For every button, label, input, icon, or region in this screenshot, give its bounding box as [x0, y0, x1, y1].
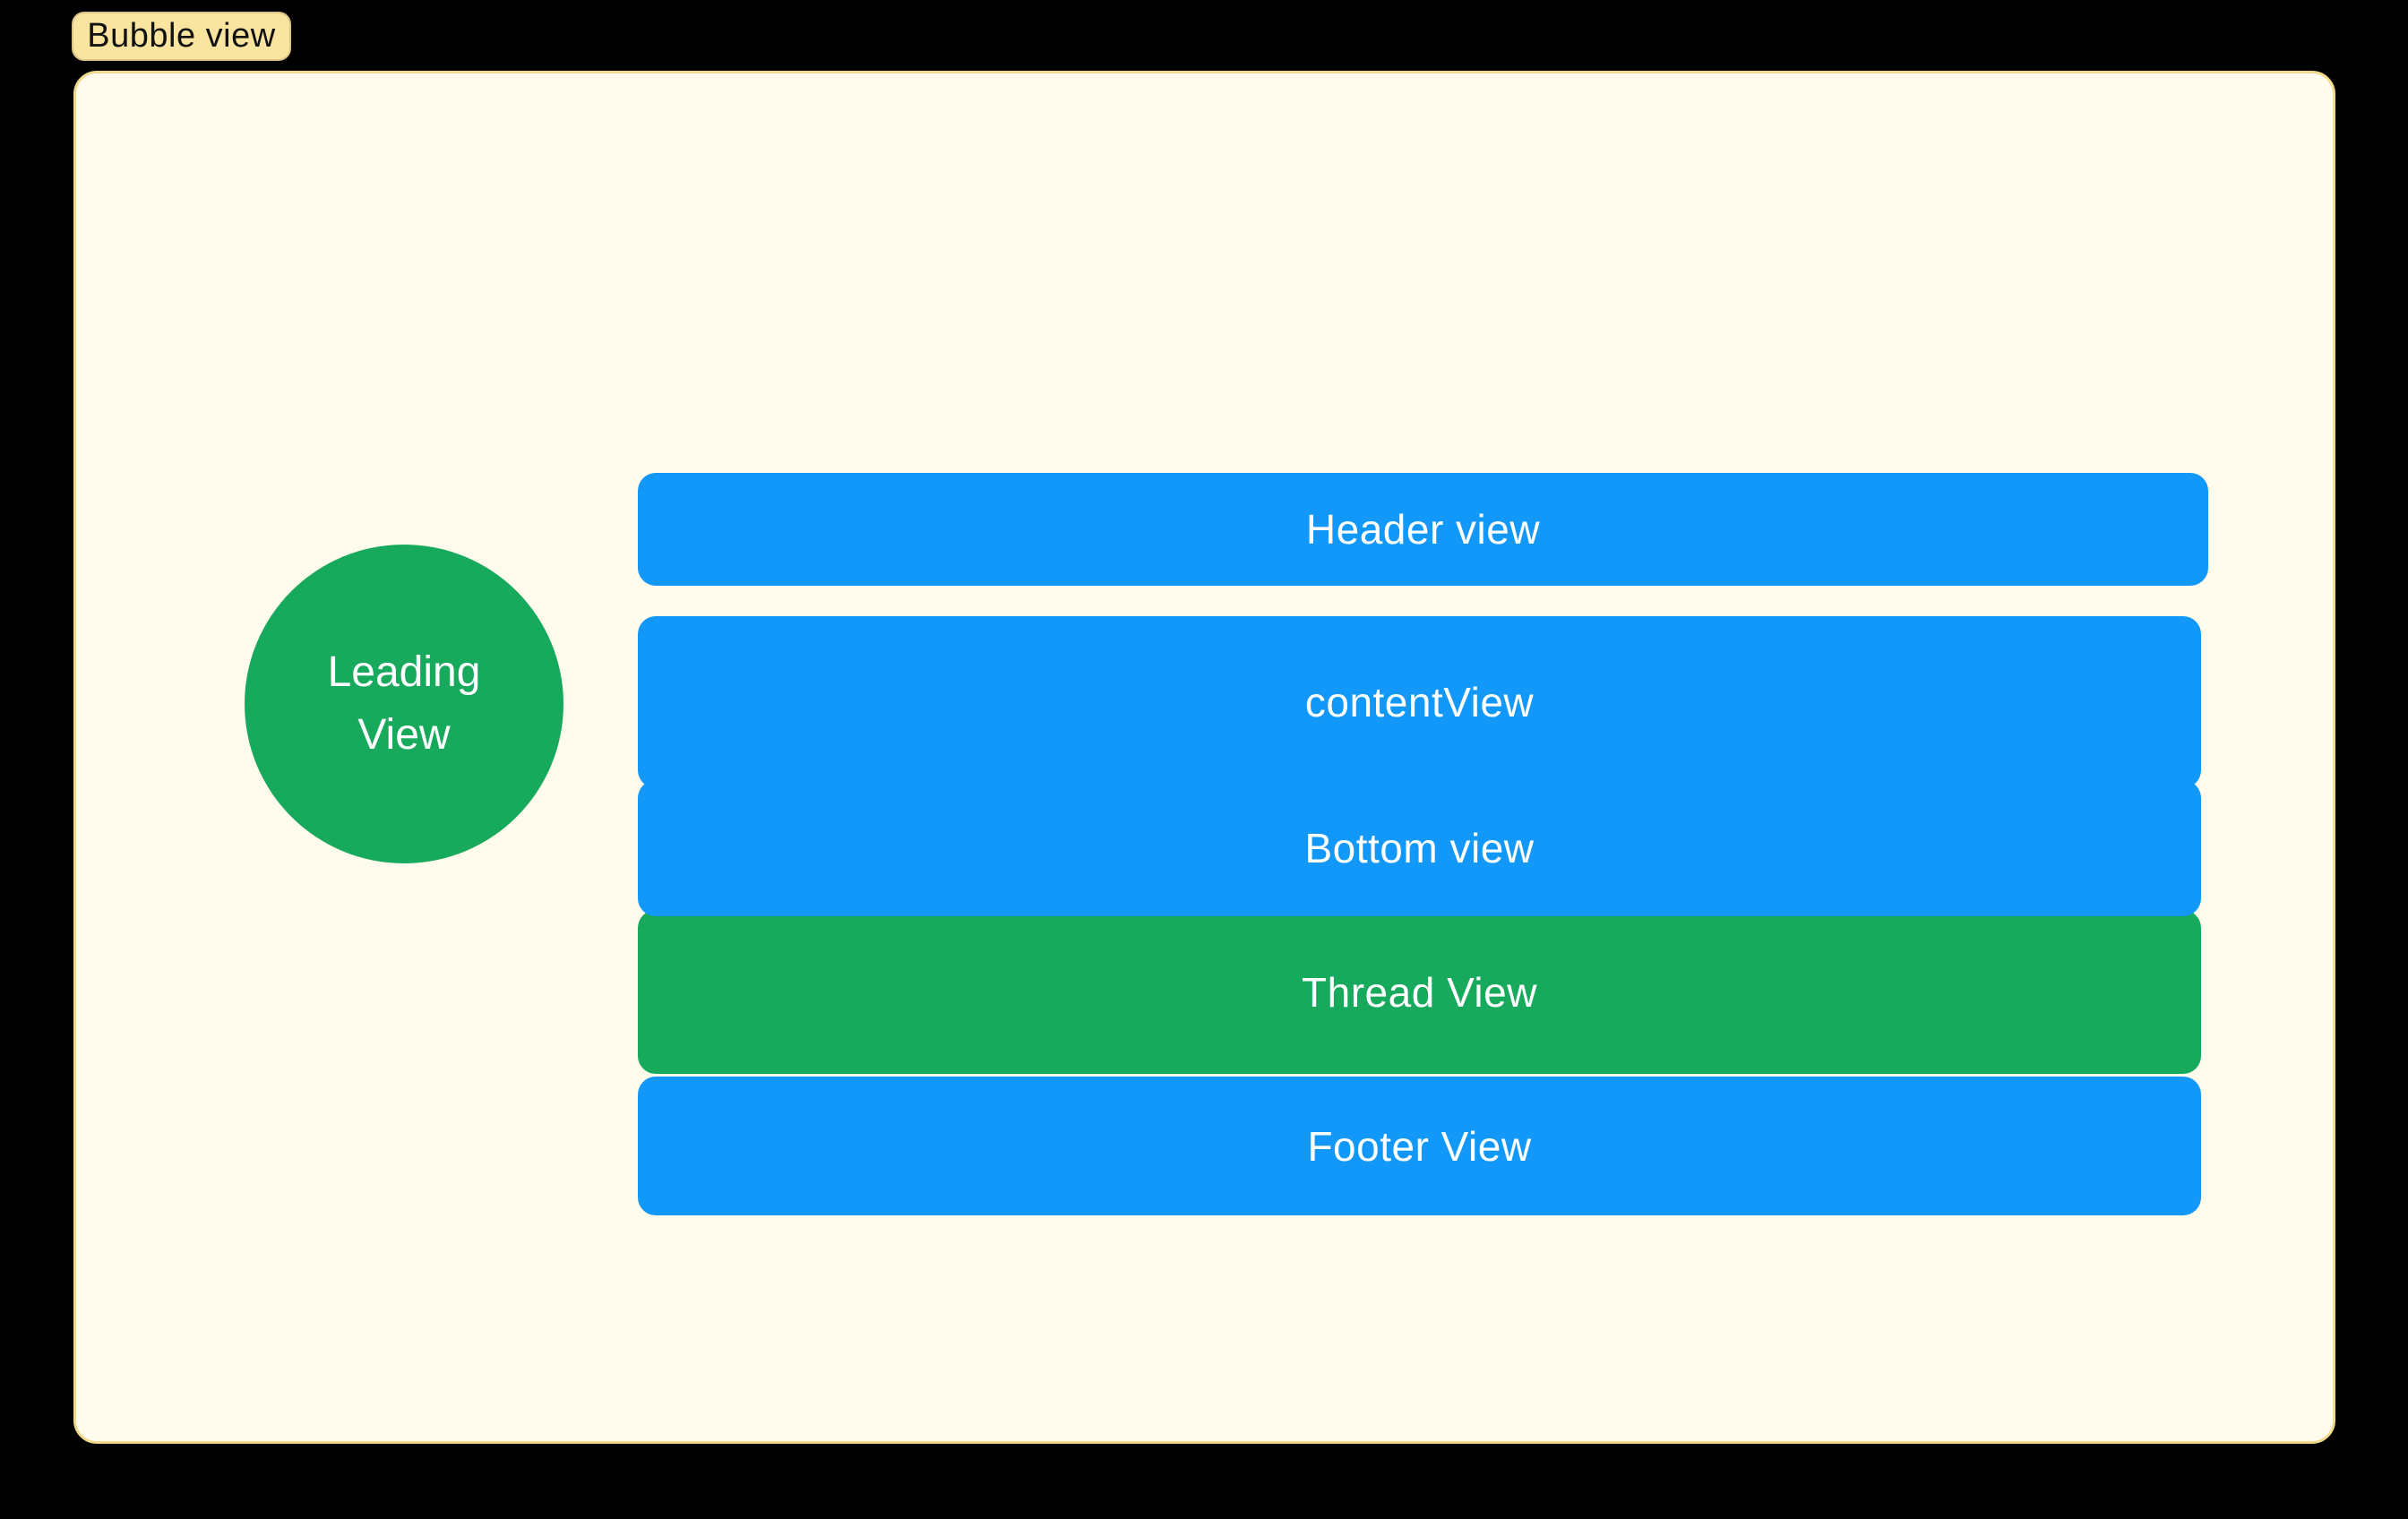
bubble-view-badge-label: Bubble view	[87, 17, 276, 55]
leading-view-label-line2: View	[357, 711, 451, 759]
content-view-bar: contentView	[638, 616, 2201, 788]
footer-view-label: Footer View	[1307, 1122, 1532, 1170]
bottom-view-bar: Bottom view	[638, 780, 2201, 916]
content-view-label: contentView	[1304, 679, 1535, 725]
bubble-view-badge: Bubble view	[72, 12, 291, 61]
footer-view-bar: Footer View	[638, 1077, 2201, 1215]
leading-view-circle: Leading View	[245, 545, 563, 863]
bottom-view-label: Bottom view	[1304, 825, 1535, 871]
header-view-bar: Header view	[638, 473, 2208, 586]
leading-view-label-line1: Leading	[327, 648, 481, 696]
thread-view-bar: Thread View	[638, 910, 2201, 1074]
thread-view-label: Thread View	[1302, 968, 1537, 1016]
header-view-label: Header view	[1305, 506, 1541, 553]
